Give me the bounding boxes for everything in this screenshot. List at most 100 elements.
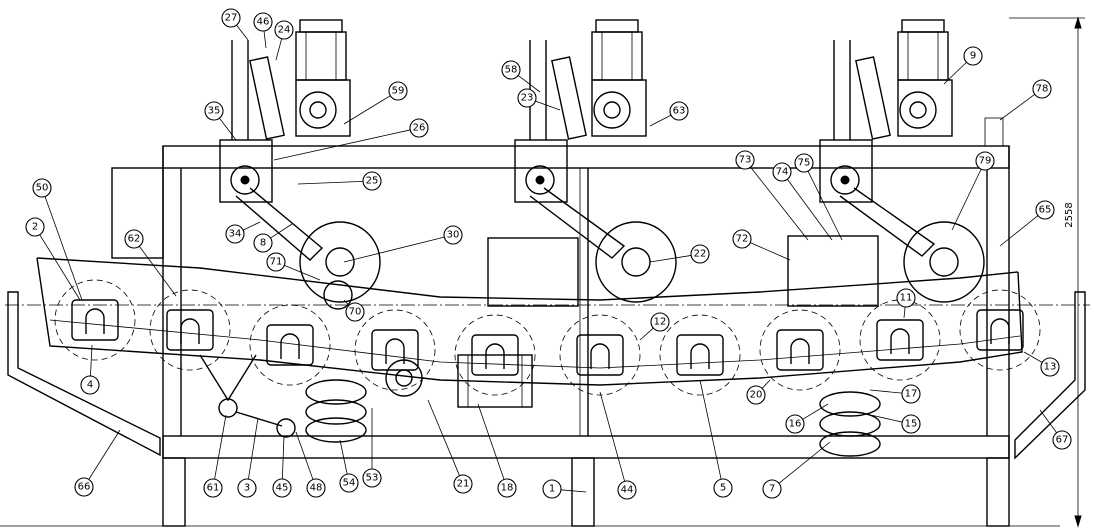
part-balloon-34: 34 bbox=[225, 224, 245, 244]
leader-line bbox=[649, 255, 692, 263]
part-balloon-8: 8 bbox=[253, 233, 273, 253]
leader-line bbox=[1039, 409, 1058, 433]
part-number: 66 bbox=[78, 482, 91, 493]
leader-line bbox=[297, 180, 364, 185]
leader-line bbox=[273, 129, 411, 161]
part-number: 9 bbox=[970, 51, 976, 62]
part-balloon-73: 73 bbox=[735, 150, 755, 170]
leader-line bbox=[295, 431, 314, 480]
part-number: 63 bbox=[673, 106, 686, 117]
leader-line bbox=[865, 413, 903, 423]
part-balloon-59: 59 bbox=[388, 81, 408, 101]
part-number: 65 bbox=[1039, 205, 1052, 216]
part-balloon-16: 16 bbox=[785, 414, 805, 434]
part-balloon-54: 54 bbox=[339, 473, 359, 493]
leader-line bbox=[802, 403, 829, 420]
part-number: 15 bbox=[905, 419, 918, 430]
part-balloon-23: 23 bbox=[517, 88, 537, 108]
leader-line bbox=[214, 414, 227, 480]
part-balloon-62: 62 bbox=[124, 229, 144, 249]
leader-line bbox=[39, 234, 81, 301]
part-balloon-24: 24 bbox=[274, 20, 294, 40]
leader-line bbox=[649, 114, 672, 127]
part-balloon-21: 21 bbox=[453, 474, 473, 494]
part-balloon-71: 71 bbox=[266, 252, 286, 272]
part-number: 45 bbox=[276, 483, 289, 494]
part-number: 4 bbox=[87, 380, 93, 391]
part-balloon-3: 3 bbox=[237, 478, 257, 498]
part-balloon-58: 58 bbox=[501, 60, 521, 80]
vibrating-trough bbox=[5, 257, 1090, 460]
part-number: 50 bbox=[36, 183, 49, 194]
part-balloon-72: 72 bbox=[732, 229, 752, 249]
part-balloon-22: 22 bbox=[690, 244, 710, 264]
leader-line bbox=[951, 168, 982, 231]
leader-line bbox=[869, 389, 903, 394]
drive-unit-2 bbox=[487, 19, 677, 307]
part-number: 79 bbox=[979, 156, 992, 167]
leader-line bbox=[750, 242, 791, 261]
part-number: 12 bbox=[654, 317, 667, 328]
leader-line bbox=[343, 95, 391, 125]
part-balloon-66: 66 bbox=[74, 477, 94, 497]
part-balloon-27: 27 bbox=[221, 8, 241, 28]
leader-line bbox=[639, 327, 654, 341]
part-balloon-79: 79 bbox=[975, 151, 995, 171]
part-number: 78 bbox=[1036, 84, 1049, 95]
part-number: 62 bbox=[128, 234, 141, 245]
part-balloon-53: 53 bbox=[362, 468, 382, 488]
part-balloon-15: 15 bbox=[901, 414, 921, 434]
leader-line bbox=[343, 299, 350, 306]
part-balloon-45: 45 bbox=[272, 478, 292, 498]
leader-line bbox=[1023, 351, 1043, 363]
part-number: 3 bbox=[244, 483, 250, 494]
leader-line bbox=[263, 30, 267, 49]
part-balloon-70: 70 bbox=[345, 302, 365, 322]
dimension-label: 2558 bbox=[1064, 202, 1075, 227]
leader-line bbox=[88, 429, 121, 480]
part-number: 24 bbox=[278, 25, 291, 36]
part-balloon-48: 48 bbox=[306, 478, 326, 498]
part-number: 25 bbox=[366, 176, 379, 187]
part-number: 8 bbox=[260, 238, 266, 249]
part-balloon-17: 17 bbox=[901, 384, 921, 404]
part-number: 23 bbox=[521, 93, 534, 104]
part-number: 44 bbox=[621, 485, 634, 496]
leader-line bbox=[787, 179, 833, 241]
part-number: 72 bbox=[736, 234, 749, 245]
part-balloon-30: 30 bbox=[443, 225, 463, 245]
leader-line bbox=[778, 441, 831, 484]
part-number: 73 bbox=[739, 155, 752, 166]
leader-line bbox=[477, 403, 505, 480]
part-balloon-9: 9 bbox=[963, 46, 983, 66]
part-number: 67 bbox=[1056, 435, 1069, 446]
part-number: 35 bbox=[208, 106, 221, 117]
drive-unit-3 bbox=[787, 19, 985, 307]
part-number: 21 bbox=[457, 479, 470, 490]
leader-line bbox=[242, 221, 261, 231]
part-balloon-20: 20 bbox=[746, 385, 766, 405]
leader-line bbox=[275, 38, 283, 61]
leader-line bbox=[903, 306, 906, 319]
leader-line bbox=[44, 196, 83, 301]
disc-assemblies bbox=[54, 279, 1041, 396]
part-number: 20 bbox=[750, 390, 763, 401]
part-balloon-5: 5 bbox=[713, 478, 733, 498]
part-balloon-46: 46 bbox=[253, 12, 273, 32]
part-balloon-50: 50 bbox=[32, 178, 52, 198]
part-balloon-26: 26 bbox=[409, 118, 429, 138]
part-number: 17 bbox=[905, 389, 918, 400]
leader-line bbox=[248, 417, 259, 480]
leader-line bbox=[999, 94, 1035, 121]
leader-line bbox=[599, 391, 625, 482]
leader-line bbox=[339, 439, 348, 475]
part-number: 54 bbox=[343, 478, 356, 489]
part-number: 1 bbox=[549, 484, 555, 495]
part-balloon-44: 44 bbox=[617, 480, 637, 500]
part-balloon-61: 61 bbox=[203, 478, 223, 498]
part-number: 53 bbox=[366, 473, 379, 484]
dimension-2558: 2558 bbox=[1009, 16, 1085, 528]
part-balloon-13: 13 bbox=[1040, 357, 1060, 377]
